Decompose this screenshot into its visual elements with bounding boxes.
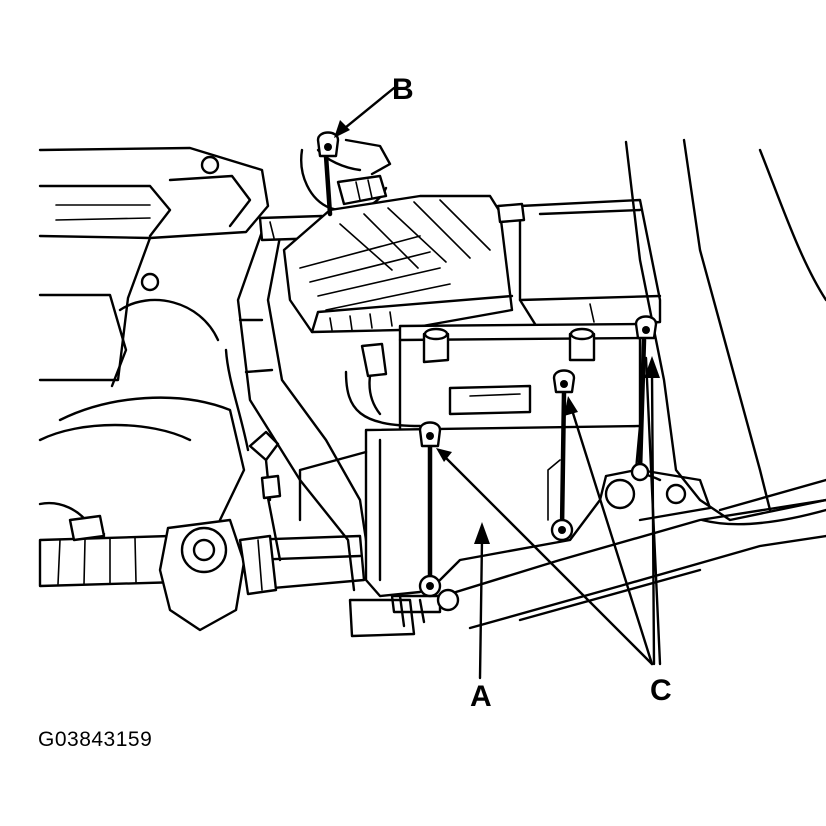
- tray-bracket-lines: [428, 458, 826, 630]
- callout-label-c: C: [650, 674, 672, 707]
- callout-label-a: A: [470, 680, 492, 713]
- upper-air-hose: [300, 138, 392, 212]
- air-intake-duct: [224, 214, 374, 592]
- air-cleaner-lower-housing: [298, 424, 642, 638]
- fastener-c-front-right: [550, 369, 576, 542]
- fastener-c-front-left: [418, 421, 442, 598]
- left-fender-structure: [38, 146, 270, 522]
- leader-line-b: [334, 86, 396, 138]
- battery: [344, 322, 642, 432]
- figure-id: G03843159: [38, 728, 153, 751]
- leader-line-a: [474, 522, 490, 680]
- air-cleaner-upper-housing: [282, 194, 514, 334]
- leader-lines-c: [436, 356, 662, 666]
- relay-box: [496, 198, 662, 334]
- callout-label-b: B: [392, 73, 414, 106]
- fastener-c-rear-right: [630, 315, 658, 482]
- right-fender: [624, 138, 826, 526]
- lower-hose: [38, 501, 366, 632]
- fastener-b: [316, 131, 340, 217]
